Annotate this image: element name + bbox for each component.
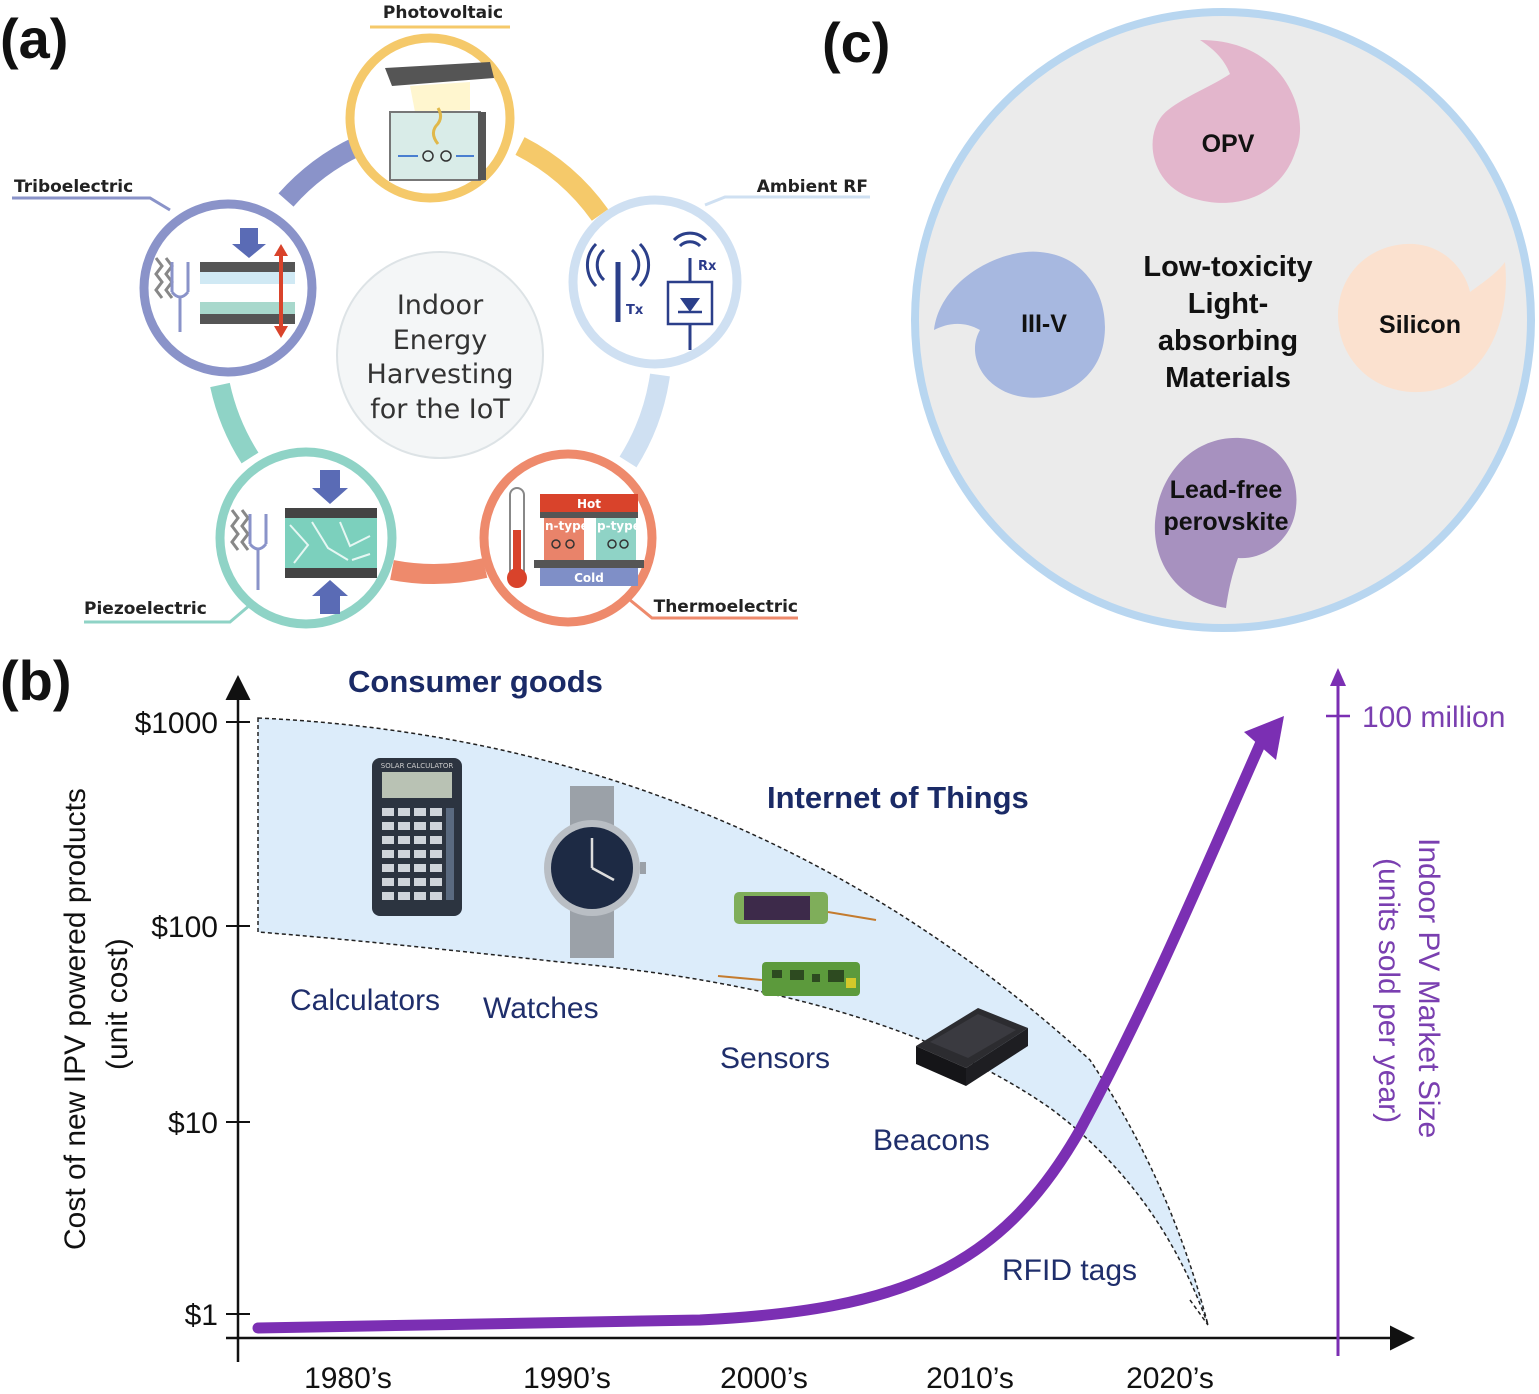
- right-axis-title-line-1: Indoor PV Market Size: [1412, 838, 1445, 1138]
- cost-band: [257, 717, 1209, 1326]
- right-tick-100-million: 100 million: [1362, 701, 1505, 734]
- center-line-3: Harvesting: [367, 359, 514, 390]
- watch-icon: [544, 786, 646, 958]
- y-tick-1: $1: [185, 1299, 218, 1332]
- thermoelectric-node: Thermoelectric Hot n-type p-type Cold: [479, 449, 798, 627]
- piezoelectric-label: Piezoelectric: [84, 599, 207, 619]
- lead-free-label-2: perovskite: [1163, 508, 1288, 536]
- piezo-crystal-icon: [285, 518, 377, 568]
- y-tick-100: $100: [151, 911, 218, 944]
- x-tick-2020s: 2020’s: [1126, 1362, 1214, 1394]
- materials-center-line-1: Low-toxicity: [1143, 251, 1312, 283]
- press-up-arrow-icon: [312, 580, 348, 614]
- tx-label: Tx: [626, 303, 644, 318]
- te-hot-label: Hot: [577, 497, 601, 511]
- center-line-4: for the IoT: [370, 394, 510, 425]
- thermoelectric-label: Thermoelectric: [654, 597, 798, 617]
- panel-a-letter: (a): [0, 7, 68, 70]
- x-tick-1990s: 1990’s: [523, 1362, 611, 1394]
- down-arrow-icon: [232, 228, 266, 258]
- tuning-fork-icon: [170, 262, 190, 332]
- calculators-label: Calculators: [290, 984, 440, 1017]
- x-tick-2000s: 2000’s: [720, 1362, 808, 1394]
- rfid-endpoint: [1189, 1299, 1209, 1326]
- y-tick-1000: $1000: [135, 707, 218, 740]
- beacons-label: Beacons: [873, 1124, 990, 1157]
- sensor-icon: [717, 892, 877, 996]
- materials-center-line-2: Light-: [1188, 288, 1269, 320]
- ring-arc-rf-thermo: [619, 373, 670, 468]
- opv-label: OPV: [1202, 130, 1255, 158]
- opv-blob: [1152, 40, 1301, 203]
- center-line-1: Indoor: [397, 290, 484, 321]
- ring-arc-piezo-tribo: [210, 382, 259, 464]
- beacon-icon: [916, 1008, 1028, 1086]
- center-circle: [336, 251, 544, 459]
- iii-v-label: III-V: [1021, 310, 1067, 338]
- n-type-label: n-type: [545, 519, 589, 533]
- photovoltaic-node: Photovoltaic: [345, 3, 515, 203]
- right-axis-title: Indoor PV Market Size (units sold per ye…: [1372, 838, 1445, 1138]
- sensors-label: Sensors: [720, 1042, 830, 1075]
- panel-b-letter: (b): [0, 649, 72, 712]
- diode-icon: [680, 298, 700, 312]
- p-type-label: p-type: [597, 519, 641, 533]
- ambient-rf-node: Ambient RF Tx Rx: [568, 177, 870, 369]
- triboelectric-node: Triboelectric: [12, 177, 317, 377]
- lamp-icon: [385, 62, 494, 86]
- y-axis-title: Cost of new IPV powered products (unit c…: [59, 788, 134, 1250]
- x-tick-1980s: 1980’s: [304, 1362, 392, 1394]
- panel-c: (c) OPV III-V Silicon Lead-free perovski…: [822, 8, 1535, 632]
- materials-disc: [911, 8, 1535, 632]
- silicon-blob: [1338, 243, 1506, 393]
- x-tick-2010s: 2010’s: [926, 1362, 1014, 1394]
- materials-center-line-4: Materials: [1165, 362, 1291, 394]
- iot-header: Internet of Things: [767, 780, 1029, 815]
- photovoltaic-label: Photovoltaic: [383, 3, 503, 23]
- panel-b: (b) $1000 $100 $10 $1 1980’s 1990’s 2000…: [0, 649, 1505, 1394]
- watches-label: Watches: [483, 992, 599, 1025]
- ambient-rf-label: Ambient RF: [757, 177, 868, 197]
- panel-c-letter: (c): [822, 11, 890, 74]
- lead-free-perovskite-blob: [1154, 437, 1297, 608]
- triboelectric-label: Triboelectric: [14, 177, 133, 197]
- y-ticks: $1000 $100 $10 $1: [135, 707, 250, 1332]
- silicon-label: Silicon: [1379, 311, 1461, 339]
- ring-arc-thermo-piezo: [390, 558, 488, 584]
- harvest-ring: [210, 136, 670, 584]
- solar-cell-icon: [389, 111, 481, 181]
- ring-arc-tribo-pv: [278, 136, 363, 207]
- materials-center-line-3: absorbing: [1158, 325, 1298, 357]
- right-axis-title-line-2: (units sold per year): [1372, 858, 1405, 1123]
- calculator-icon: SOLAR CALCULATOR: [372, 758, 462, 916]
- y-axis-title-line-1: Cost of new IPV powered products: [59, 788, 92, 1250]
- center-line-2: Energy: [393, 325, 488, 356]
- iii-v-blob: [934, 251, 1105, 398]
- consumer-goods-header: Consumer goods: [348, 664, 603, 699]
- y-axis-title-line-2: (unit cost): [101, 938, 134, 1070]
- lead-free-label-1: Lead-free: [1170, 476, 1283, 504]
- y-tick-10: $10: [168, 1107, 218, 1140]
- x-ticks: 1980’s 1990’s 2000’s 2010’s 2020’s: [304, 1362, 1214, 1394]
- market-arrowhead: [1244, 716, 1284, 760]
- calculator-screen-text: SOLAR CALCULATOR: [381, 762, 454, 770]
- rx-label: Rx: [698, 259, 717, 274]
- te-cold-label: Cold: [574, 571, 604, 585]
- market-size-curve: [252, 734, 1268, 1334]
- ring-arc-pv-rf: [515, 137, 609, 221]
- rfid-tags-label: RFID tags: [1002, 1254, 1137, 1287]
- panel-a: (a) Indoor Energy Harvesting for the IoT…: [0, 3, 870, 629]
- piezoelectric-node: Piezoelectric: [84, 447, 397, 629]
- tuning-fork-icon-2: [248, 514, 268, 590]
- press-down-arrow-icon: [312, 470, 348, 504]
